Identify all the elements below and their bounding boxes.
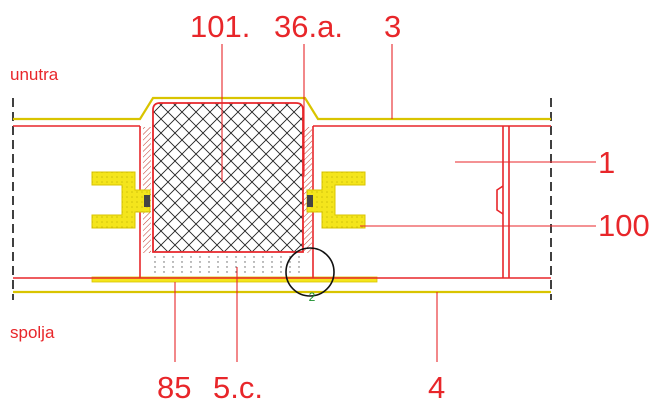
callout-4: 4	[428, 370, 445, 405]
detail-circle	[285, 247, 335, 297]
right-bracket-texture	[307, 172, 365, 228]
callout-100: 100	[598, 208, 650, 243]
profile-lines	[13, 125, 551, 279]
bottom-dotted-zone	[154, 256, 302, 276]
callout-3: 3	[384, 9, 401, 44]
callout-36a: 36.a.	[274, 9, 343, 44]
detail-marker-label: 2	[309, 290, 316, 304]
leader-lines	[174, 44, 596, 362]
callout-101: 101.	[190, 9, 250, 44]
central-block-outline	[152, 102, 304, 253]
callout-85: 85	[157, 370, 191, 405]
top-membrane	[13, 96, 551, 121]
left-bracket-texture	[92, 172, 150, 228]
left-clip	[144, 195, 150, 207]
callout-5c: 5.c.	[213, 370, 263, 405]
outside-label: spolja	[10, 323, 55, 342]
right-clip	[307, 195, 313, 207]
inside-label: unutra	[10, 65, 59, 84]
callout-1: 1	[598, 145, 615, 180]
bottom-yellow-strip	[91, 276, 378, 283]
